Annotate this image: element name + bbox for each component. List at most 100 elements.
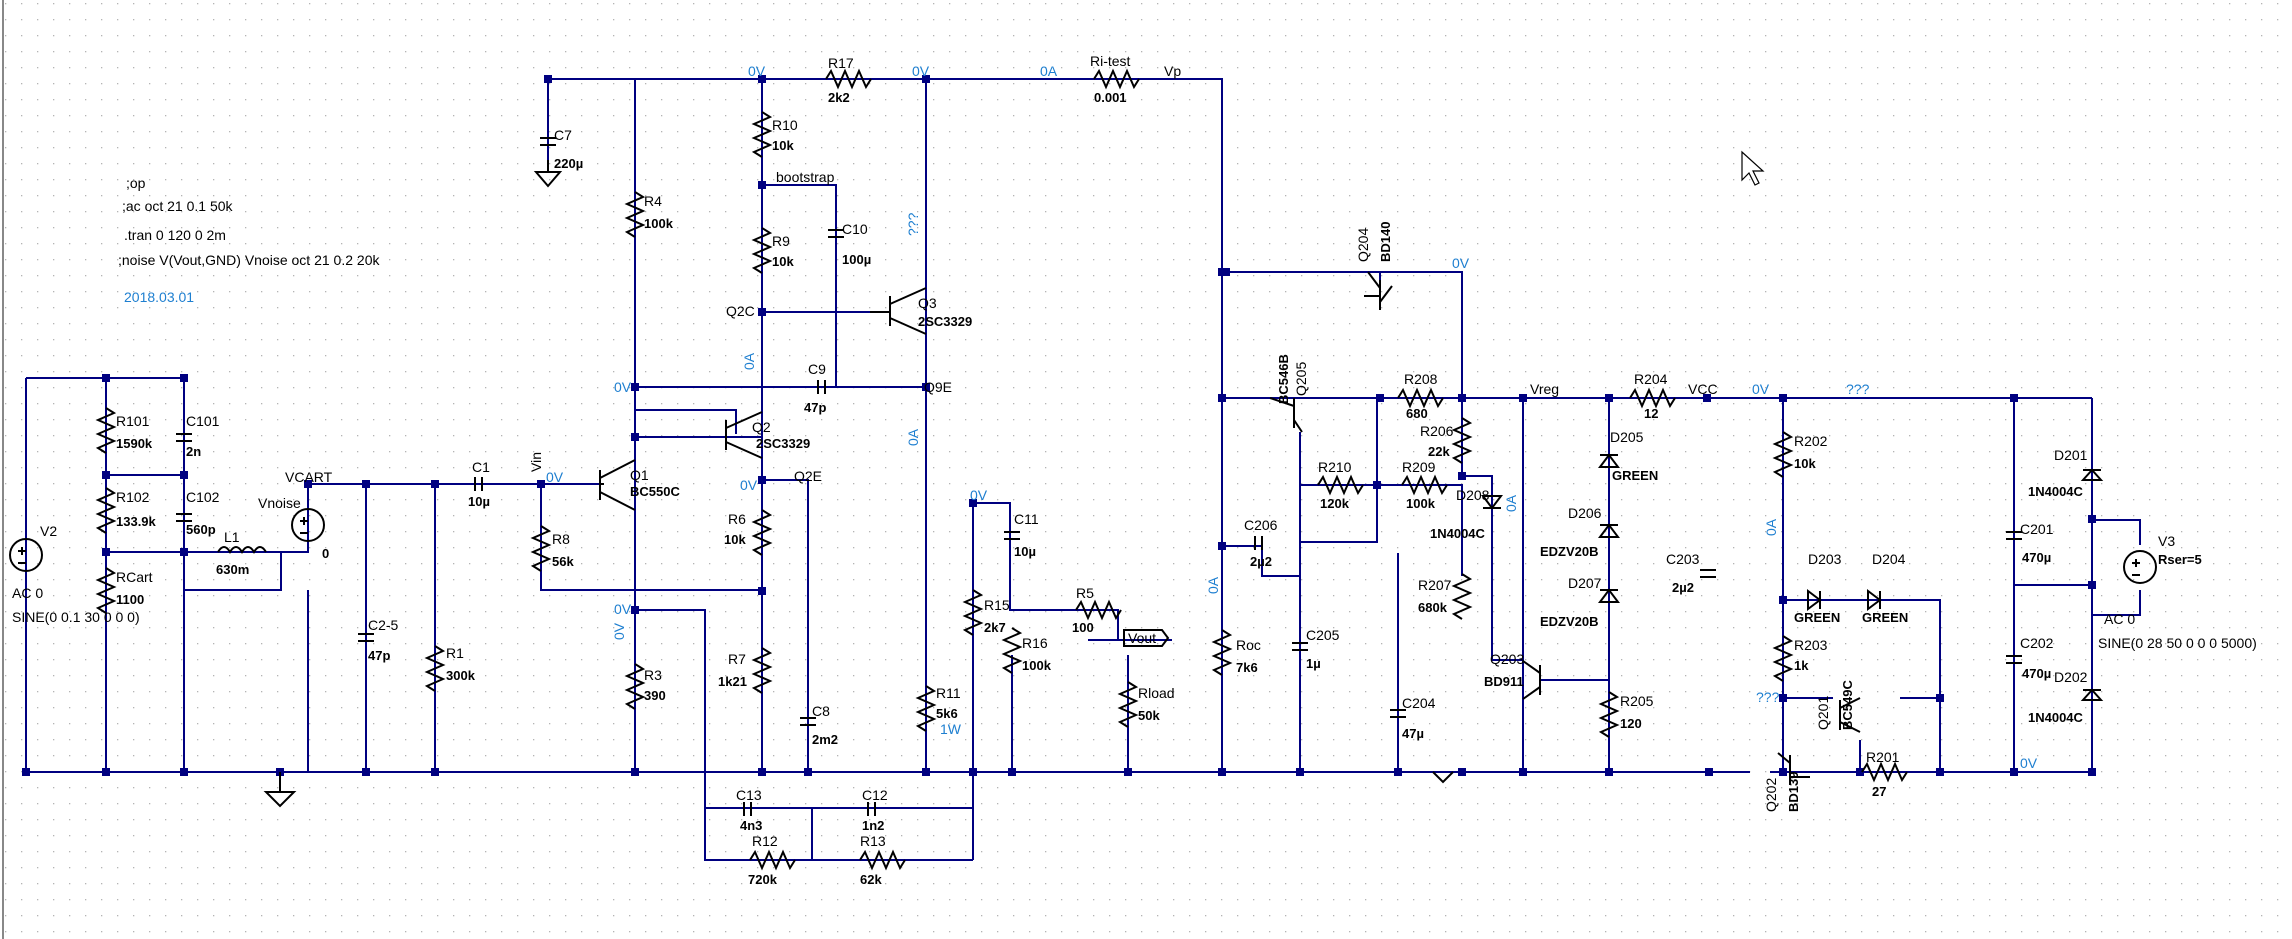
l1-name[interactable]: L1 [224, 529, 240, 545]
directive-noise[interactable]: ;noise V(Vout,GND) Vnoise oct 21 0.2 20k [118, 252, 380, 268]
c203-name[interactable]: C203 [1666, 551, 1700, 567]
r11-name[interactable]: R11 [936, 685, 961, 701]
r203-name[interactable]: R203 [1794, 637, 1828, 653]
d205-name[interactable]: D205 [1610, 429, 1644, 445]
d201-name[interactable]: D201 [2054, 447, 2088, 463]
roc-name[interactable]: Roc [1236, 637, 1261, 653]
q204-name[interactable]: Q204 [1355, 228, 1371, 262]
rcart-name[interactable]: RCart [116, 569, 153, 585]
c102-name[interactable]: C102 [186, 489, 220, 505]
c1-name[interactable]: C1 [472, 459, 490, 475]
d204-name[interactable]: D204 [1872, 551, 1906, 567]
c9-name[interactable]: C9 [808, 361, 826, 377]
r16-name[interactable]: R16 [1022, 635, 1048, 651]
r15-name[interactable]: R15 [984, 597, 1010, 613]
r5-name[interactable]: R5 [1076, 585, 1094, 601]
r3-name[interactable]: R3 [644, 667, 662, 683]
c201-name[interactable]: C201 [2020, 521, 2054, 537]
net-vout[interactable]: Vout [1128, 630, 1156, 646]
q204-value: BD140 [1378, 222, 1393, 262]
r12-name[interactable]: R12 [752, 833, 778, 849]
ritest-name[interactable]: Ri-test [1090, 53, 1131, 69]
r201-value: 27 [1872, 784, 1886, 799]
d207-value: EDZV20B [1540, 614, 1599, 629]
directive-op[interactable]: ;op [126, 175, 146, 191]
c7-name[interactable]: C7 [554, 127, 572, 143]
v3-name[interactable]: V3 [2158, 533, 2175, 549]
c204-name[interactable]: C204 [1402, 695, 1436, 711]
v2-name[interactable]: V2 [40, 523, 57, 539]
r102-name[interactable]: R102 [116, 489, 150, 505]
r207-name[interactable]: R207 [1418, 577, 1452, 593]
r206-value: 22k [1428, 444, 1450, 459]
directive-tran[interactable]: .tran 0 120 0 2m [124, 227, 226, 243]
r6-name[interactable]: R6 [728, 511, 746, 527]
c203-value: 2µ2 [1672, 580, 1694, 595]
q202-name[interactable]: Q202 [1763, 778, 1779, 812]
r9-name[interactable]: R9 [772, 233, 790, 249]
v3-value: Rser=5 [2158, 552, 2202, 567]
r10-value: 10k [772, 138, 794, 153]
q204-symbol [1364, 271, 1393, 310]
c101-name[interactable]: C101 [186, 413, 220, 429]
c206-name[interactable]: C206 [1244, 517, 1278, 533]
r101-name[interactable]: R101 [116, 413, 150, 429]
spice-directives: ;op ;ac oct 21 0.1 50k .tran 0 120 0 2m … [118, 175, 380, 305]
net-vin[interactable]: Vin [528, 452, 544, 472]
r8-name[interactable]: R8 [552, 531, 570, 547]
r206-name[interactable]: R206 [1420, 423, 1454, 439]
r201-name[interactable]: R201 [1866, 749, 1900, 765]
c11-name[interactable]: C11 [1014, 511, 1039, 527]
q2-name[interactable]: Q2 [752, 419, 771, 435]
c12-name[interactable]: C12 [862, 787, 888, 803]
r202-name[interactable]: R202 [1794, 433, 1828, 449]
roc-value: 7k6 [1236, 660, 1258, 675]
r209-name[interactable]: R209 [1402, 459, 1436, 475]
date-comment[interactable]: 2018.03.01 [124, 289, 194, 305]
r205-name[interactable]: R205 [1620, 693, 1654, 709]
c8-name[interactable]: C8 [812, 703, 830, 719]
r4-name[interactable]: R4 [644, 193, 662, 209]
vnoise-name[interactable]: Vnoise [258, 495, 301, 511]
q205-name[interactable]: Q205 [1293, 362, 1309, 396]
d208-name[interactable]: D208 [1456, 487, 1490, 503]
net-q2e[interactable]: Q2E [794, 468, 822, 484]
r7-name[interactable]: R7 [728, 651, 746, 667]
net-bootstrap[interactable]: bootstrap [776, 169, 835, 185]
annot-0v: 0V [614, 601, 632, 617]
c13-name[interactable]: C13 [736, 787, 762, 803]
directive-ac[interactable]: ;ac oct 21 0.1 50k [122, 198, 234, 214]
r10-name[interactable]: R10 [772, 117, 798, 133]
net-vreg[interactable]: Vreg [1530, 381, 1559, 397]
c7-value: 220µ [554, 156, 583, 171]
c205-name[interactable]: C205 [1306, 627, 1340, 643]
net-vcart[interactable]: VCART [285, 469, 333, 485]
c25-name[interactable]: C2-5 [368, 617, 399, 633]
d206-name[interactable]: D206 [1568, 505, 1602, 521]
net-vp[interactable]: Vp [1164, 63, 1181, 79]
r208-name[interactable]: R208 [1404, 371, 1438, 387]
q1-symbol [599, 459, 636, 511]
d207-name[interactable]: D207 [1568, 575, 1602, 591]
q203-name[interactable]: Q203 [1490, 651, 1524, 667]
net-vcc[interactable]: VCC [1688, 381, 1718, 397]
q1-name[interactable]: Q1 [630, 467, 649, 483]
net-q2c[interactable]: Q2C [726, 303, 755, 319]
d203-name[interactable]: D203 [1808, 551, 1842, 567]
r11-value: 5k6 [936, 706, 958, 721]
d202-name[interactable]: D202 [2054, 669, 2088, 685]
c202-name[interactable]: C202 [2020, 635, 2054, 651]
r1-name[interactable]: R1 [446, 645, 464, 661]
r13-name[interactable]: R13 [860, 833, 886, 849]
q3-name[interactable]: Q3 [918, 295, 937, 311]
q201-name[interactable]: Q201 [1815, 696, 1831, 730]
r204-name[interactable]: R204 [1634, 371, 1668, 387]
r210-name[interactable]: R210 [1318, 459, 1352, 475]
d208-value: 1N4004C [1430, 526, 1486, 541]
rload-name[interactable]: Rload [1138, 685, 1175, 701]
c10-name[interactable]: C10 [842, 221, 868, 237]
net-q9e[interactable]: Q9E [924, 379, 952, 395]
r17-name[interactable]: R17 [828, 55, 854, 71]
